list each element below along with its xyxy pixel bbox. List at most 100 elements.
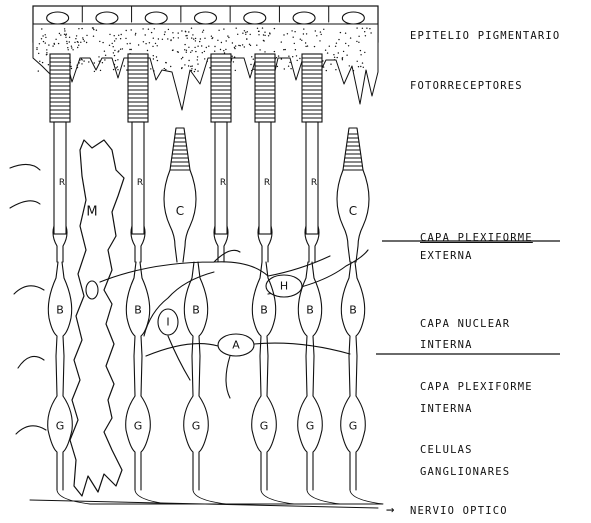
pigment-granule xyxy=(234,47,235,48)
pigment-granule xyxy=(60,34,61,35)
pigment-granule xyxy=(262,27,263,28)
pigment-granule xyxy=(345,43,346,44)
pigment-granule xyxy=(220,49,221,50)
pigment-granule xyxy=(157,45,158,46)
pigment-granule xyxy=(100,70,101,71)
pigment-granule xyxy=(74,42,75,43)
bipolar-axon xyxy=(56,356,64,396)
pigment-granule xyxy=(221,42,222,43)
pigment-granule xyxy=(86,35,87,36)
pigment-granule xyxy=(334,59,335,60)
pigment-granule xyxy=(335,46,336,47)
pigment-granule xyxy=(360,54,361,55)
pigment-granule xyxy=(81,63,82,64)
pigment-granule xyxy=(83,39,84,40)
pigment-granule xyxy=(71,68,72,69)
pigment-granule xyxy=(214,46,215,47)
pigment-granule xyxy=(283,49,284,50)
label-capa-nuclear-interna-2: INTERNA xyxy=(420,339,473,351)
pigment-granule xyxy=(288,56,289,57)
pigment-granule xyxy=(293,37,294,38)
bipolar-axon xyxy=(134,356,142,396)
ganglion-letter: G xyxy=(192,420,201,433)
pigment-granule xyxy=(186,52,187,53)
pigment-granule xyxy=(178,32,179,33)
pigment-granule xyxy=(64,34,65,35)
pigment-granule xyxy=(320,31,321,32)
pigment-granule xyxy=(188,47,189,48)
pigment-granule xyxy=(71,47,72,48)
pigment-granule xyxy=(323,66,324,67)
label-celulas-1: CELULAS xyxy=(420,444,473,456)
ganglion-letter: G xyxy=(306,420,315,433)
pigment-granule xyxy=(345,33,346,34)
pigment-granule xyxy=(188,31,189,32)
pigment-granule xyxy=(142,28,143,29)
pigment-granule xyxy=(366,28,367,29)
pigment-granule xyxy=(58,43,59,44)
pigment-granule xyxy=(253,69,254,70)
pigment-granule xyxy=(114,35,115,36)
pigment-granule xyxy=(129,43,130,44)
pigment-granule xyxy=(204,58,205,59)
pigment-granule xyxy=(118,35,119,36)
pigment-granule xyxy=(117,69,118,70)
pigment-granule xyxy=(251,56,252,57)
pigment-granule xyxy=(346,55,347,56)
pigment-granule xyxy=(274,28,275,29)
label-capa-plexiforme-externa-1: CAPA PLEXIFORME xyxy=(420,232,533,244)
pigment-granule xyxy=(99,61,100,62)
pigment-epithelium xyxy=(33,6,378,110)
rod-outer-segment xyxy=(128,54,148,122)
pigment-granule xyxy=(294,31,295,32)
pigment-granule xyxy=(184,49,185,50)
pigment-granule xyxy=(45,42,46,43)
pigment-granule xyxy=(149,42,150,43)
rod-letter: R xyxy=(311,178,317,188)
pigment-granule xyxy=(250,45,251,46)
pigment-granule xyxy=(212,37,213,38)
cell-process xyxy=(10,164,40,170)
pigment-granule xyxy=(197,56,198,57)
pigment-granule xyxy=(55,39,56,40)
pigment-granule xyxy=(69,41,70,42)
pigment-granule xyxy=(301,40,302,41)
ganglion-axon xyxy=(350,490,383,504)
pigment-granule xyxy=(129,49,130,50)
pigment-granule xyxy=(326,70,327,71)
pigment-granule xyxy=(278,55,279,56)
pigment-granule xyxy=(316,35,317,36)
pigment-granule xyxy=(342,58,343,59)
pigment-granule xyxy=(237,34,238,35)
pigment-granule xyxy=(232,56,233,57)
pigment-granule xyxy=(65,37,66,38)
pigment-granule xyxy=(306,33,307,34)
pigment-processes xyxy=(33,24,378,110)
pigment-granule xyxy=(360,50,361,51)
pigment-granule xyxy=(181,30,182,31)
pigment-granule xyxy=(172,32,173,33)
muller-cell xyxy=(70,140,124,496)
horizontal-letter: H xyxy=(280,280,288,293)
pigment-granule xyxy=(99,41,100,42)
pigment-granule xyxy=(330,63,331,64)
pigment-granule xyxy=(334,57,335,58)
ganglion-axon xyxy=(135,490,378,504)
pigment-granule xyxy=(197,63,198,64)
pigment-granule xyxy=(289,62,290,63)
pigment-granule xyxy=(170,66,171,67)
pigment-granule xyxy=(75,38,76,39)
pigment-granule xyxy=(234,48,235,49)
pigment-granule xyxy=(191,70,192,71)
pigment-granule xyxy=(93,27,94,28)
pigment-granule xyxy=(150,68,151,69)
pigment-granule xyxy=(79,59,80,60)
pigment-granule xyxy=(240,45,241,46)
pigment-granule xyxy=(250,64,251,65)
pigment-granule xyxy=(178,37,179,38)
pigment-granule xyxy=(223,28,224,29)
pigment-granule xyxy=(193,38,194,39)
pigment-granule xyxy=(93,29,94,30)
pigment-granule xyxy=(77,41,78,42)
